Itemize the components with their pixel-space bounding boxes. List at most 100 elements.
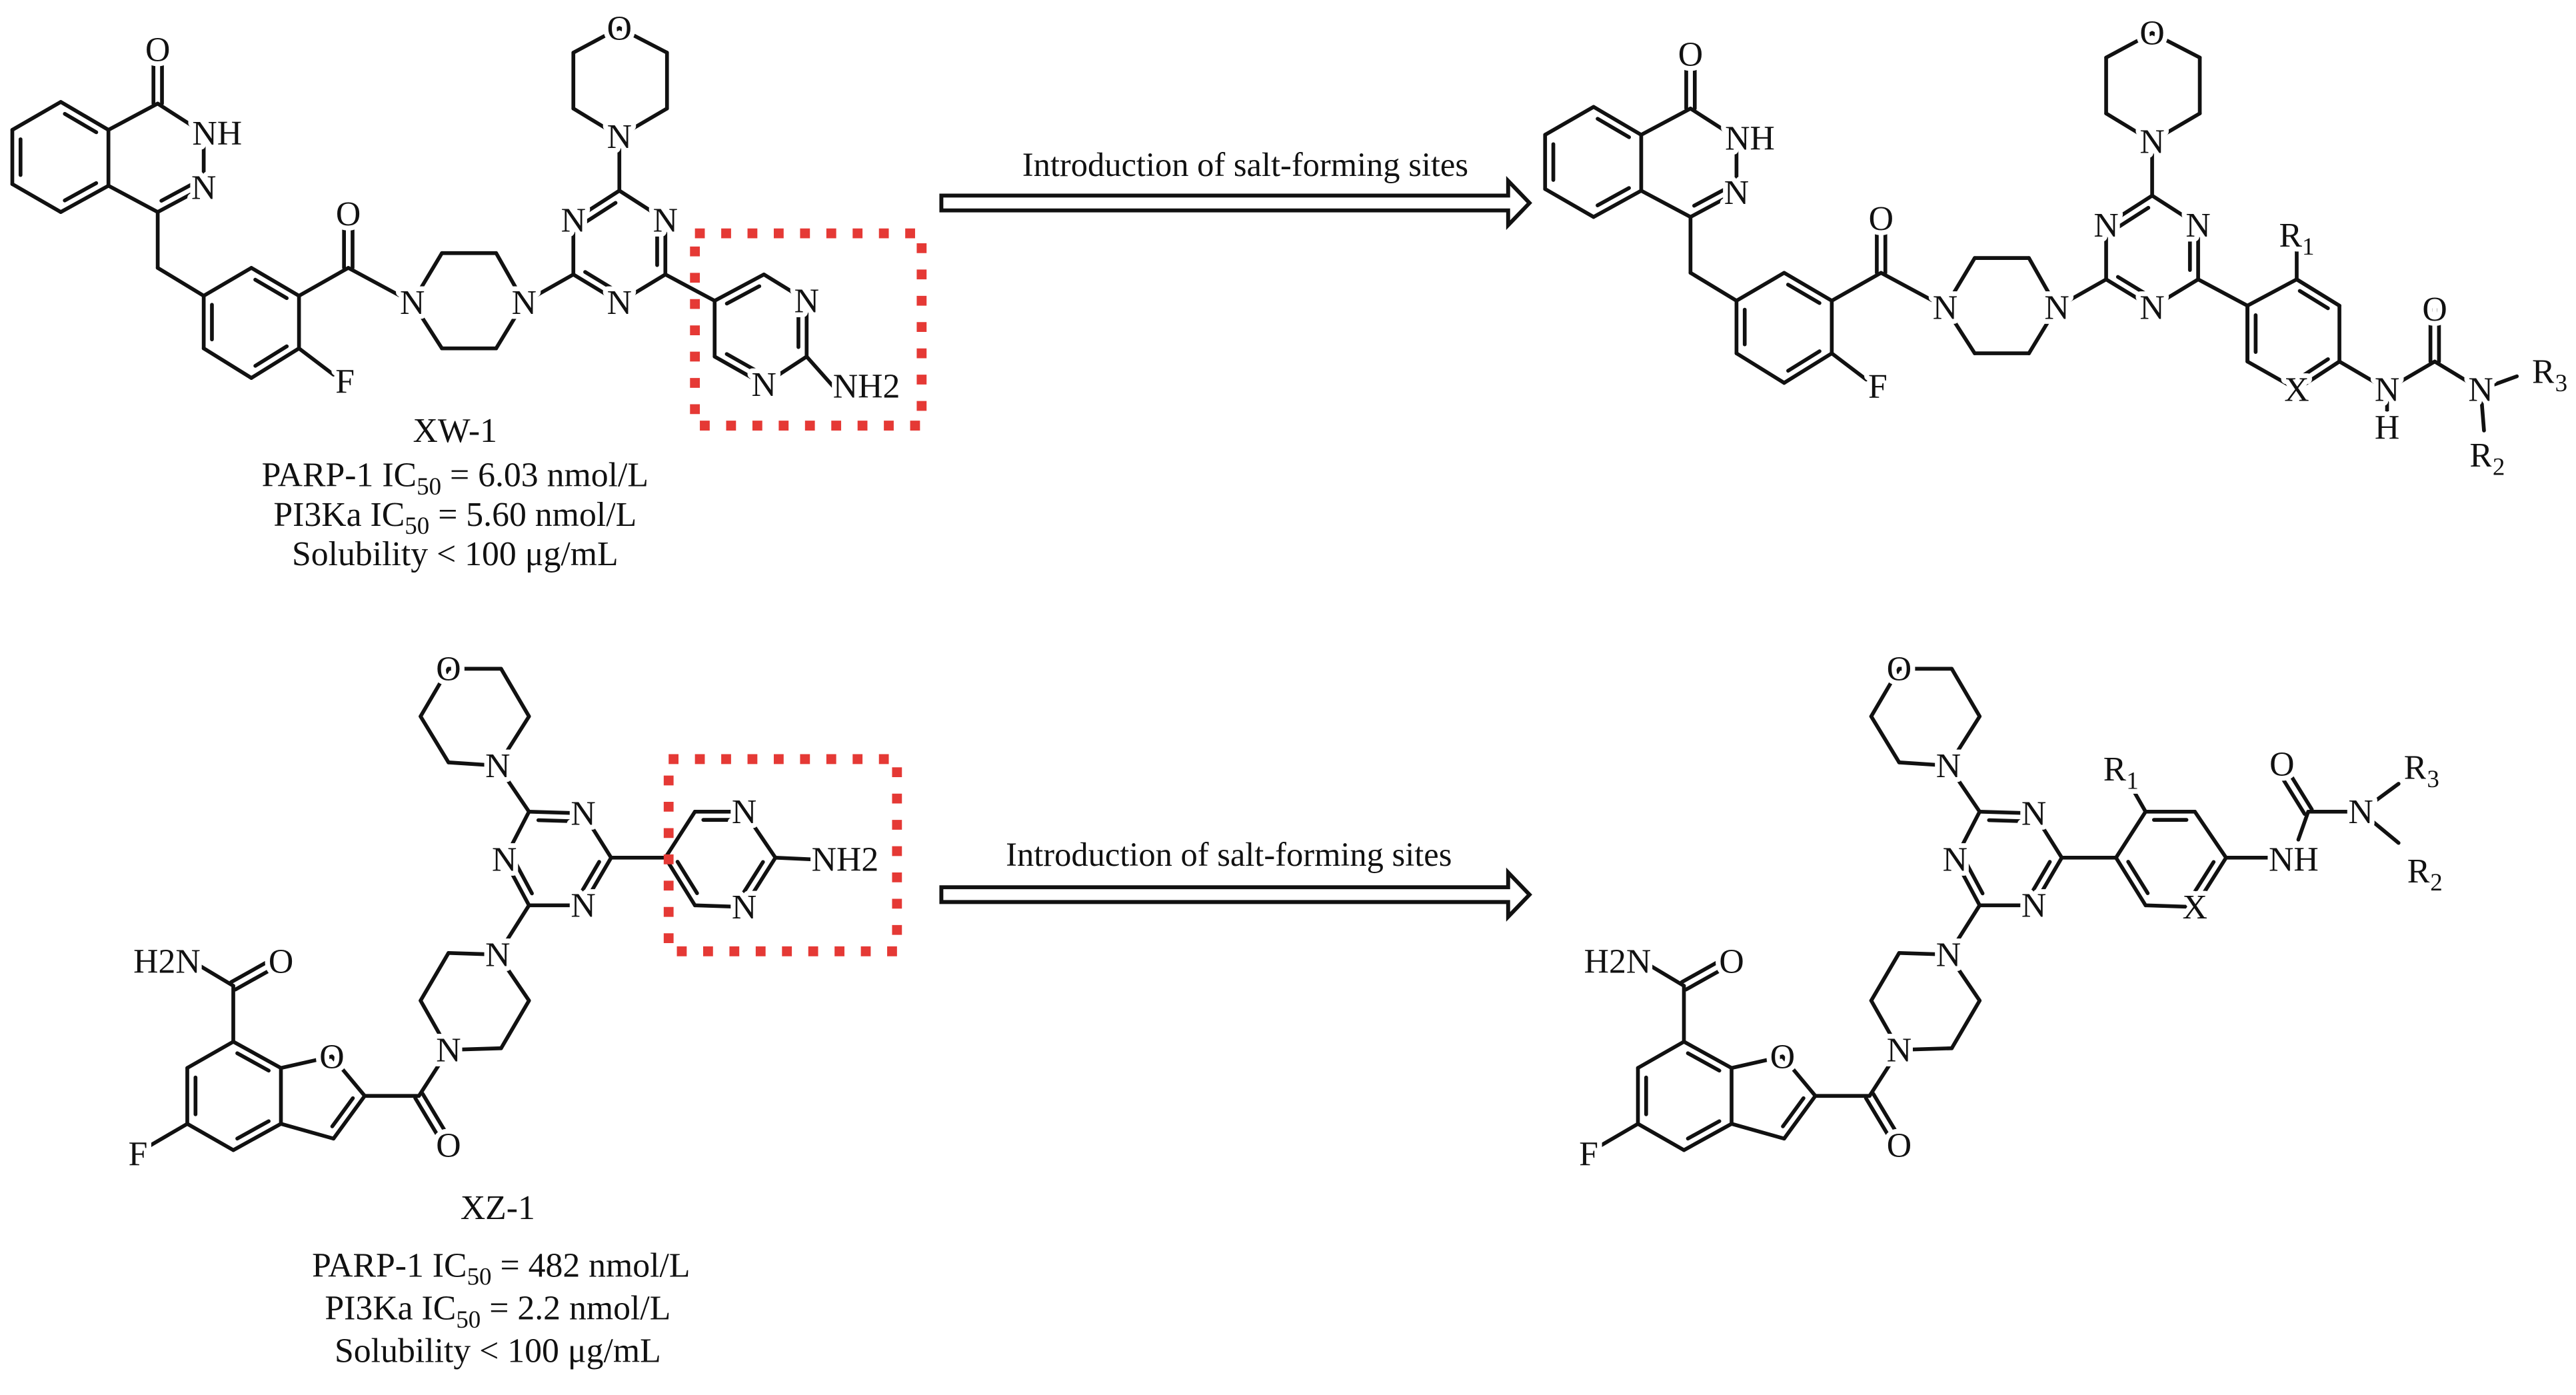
bond: [617, 189, 668, 223]
atom-label: N: [571, 795, 595, 833]
bond: [198, 964, 235, 988]
atom-label: H: [2375, 409, 2399, 447]
bond: [1639, 106, 1693, 137]
bond: [1684, 964, 1730, 992]
bond: [421, 1092, 449, 1137]
bond: [1543, 105, 1596, 137]
bond: [1688, 106, 1739, 141]
atom-label: H2N: [1584, 942, 1652, 980]
bond: [1949, 667, 1982, 718]
bond: [2150, 111, 2202, 143]
atom-label: O: [2422, 291, 2447, 329]
bond: [1782, 351, 1834, 385]
bond: [410, 300, 444, 351]
atom-label: N: [1936, 747, 1961, 785]
bond: [2295, 277, 2341, 308]
atom-label: N: [794, 282, 819, 320]
atom-label: N: [571, 887, 595, 925]
bond: [2359, 782, 2401, 814]
bond: [2104, 193, 2154, 227]
bond: [2193, 855, 2228, 909]
bond: [2104, 31, 2154, 60]
bond: [235, 1119, 271, 1141]
hollow-arrow-icon: [939, 867, 1532, 922]
bond: [1636, 1122, 1686, 1152]
bond: [419, 998, 451, 1052]
atom-label: N: [492, 841, 517, 879]
bond: [2055, 277, 2108, 309]
property-line: PI3Ka IC50 = 2.2 nmol/L: [325, 1289, 670, 1332]
bond: [1946, 952, 1982, 1003]
bond: [773, 855, 814, 862]
atom-label: R1: [2279, 217, 2314, 260]
bond: [1786, 349, 1822, 373]
atom-label: O: [2269, 746, 2294, 784]
atom-label: N: [1724, 174, 1749, 212]
bond: [1734, 351, 1786, 385]
atom-label: R1: [2103, 750, 2139, 794]
atom-label: N: [2348, 793, 2373, 831]
atom-label: N: [752, 366, 776, 404]
bond: [410, 251, 444, 305]
compound-name: XW-1: [413, 412, 497, 450]
atom-label: O: [2139, 15, 2164, 53]
hollow-arrow-icon: [939, 175, 1532, 231]
bond: [249, 266, 301, 298]
bond: [2295, 359, 2341, 392]
reaction-arrow-top: Introduction of salt-forming sites: [939, 146, 1532, 231]
bond: [2126, 860, 2150, 895]
bond: [499, 667, 531, 718]
atom-label: H2N: [133, 942, 201, 980]
bond: [297, 266, 351, 298]
bond: [63, 181, 99, 203]
bond: [1592, 189, 1644, 219]
bond: [583, 201, 618, 225]
bond: [1869, 998, 1902, 1052]
bond: [1781, 1096, 1806, 1128]
bond: [1868, 1048, 1902, 1098]
atom-label: R3: [2404, 749, 2439, 792]
bond: [762, 355, 809, 387]
compound-name: XZ-1: [461, 1189, 535, 1227]
bond: [1977, 809, 2036, 816]
bond-layer: [10, 26, 2519, 1152]
atom-label: R2: [2407, 852, 2443, 896]
bond: [1943, 305, 1977, 355]
bond: [417, 1048, 451, 1098]
atom-label: O: [1887, 651, 1912, 689]
bond: [2479, 374, 2519, 392]
atom-label: O: [319, 1038, 344, 1076]
bond: [1897, 760, 1951, 768]
bond: [2150, 31, 2202, 60]
bond: [2115, 275, 2151, 297]
bond: [185, 1122, 235, 1152]
atom-label: O: [145, 31, 170, 69]
atom-label: F: [335, 363, 355, 401]
bond: [581, 855, 613, 908]
bond: [1782, 1094, 1818, 1141]
bond: [571, 189, 622, 223]
bond: [571, 106, 622, 139]
bond: [2113, 809, 2148, 860]
bond: [63, 111, 99, 135]
bond: [496, 763, 531, 814]
bond: [447, 1046, 503, 1052]
bond: [1682, 1122, 1734, 1152]
property-line: Solubility < 100 μg/mL: [292, 535, 619, 573]
atom-label: N: [2468, 371, 2493, 409]
bond: [2029, 860, 2052, 896]
bond: [1688, 190, 1739, 219]
bond: [59, 183, 111, 214]
bond: [2027, 305, 2059, 355]
bond: [419, 714, 451, 764]
bond: [762, 272, 809, 303]
bond: [155, 185, 206, 214]
atom-label: N: [2139, 289, 2164, 327]
bond: [346, 266, 415, 305]
atom-label: N: [485, 747, 510, 785]
bond: [231, 1122, 283, 1152]
bond: [617, 272, 668, 305]
bond: [249, 346, 301, 380]
bond: [724, 352, 762, 375]
property-line: PARP-1 IC50 = 482 nmol/L: [312, 1246, 690, 1290]
